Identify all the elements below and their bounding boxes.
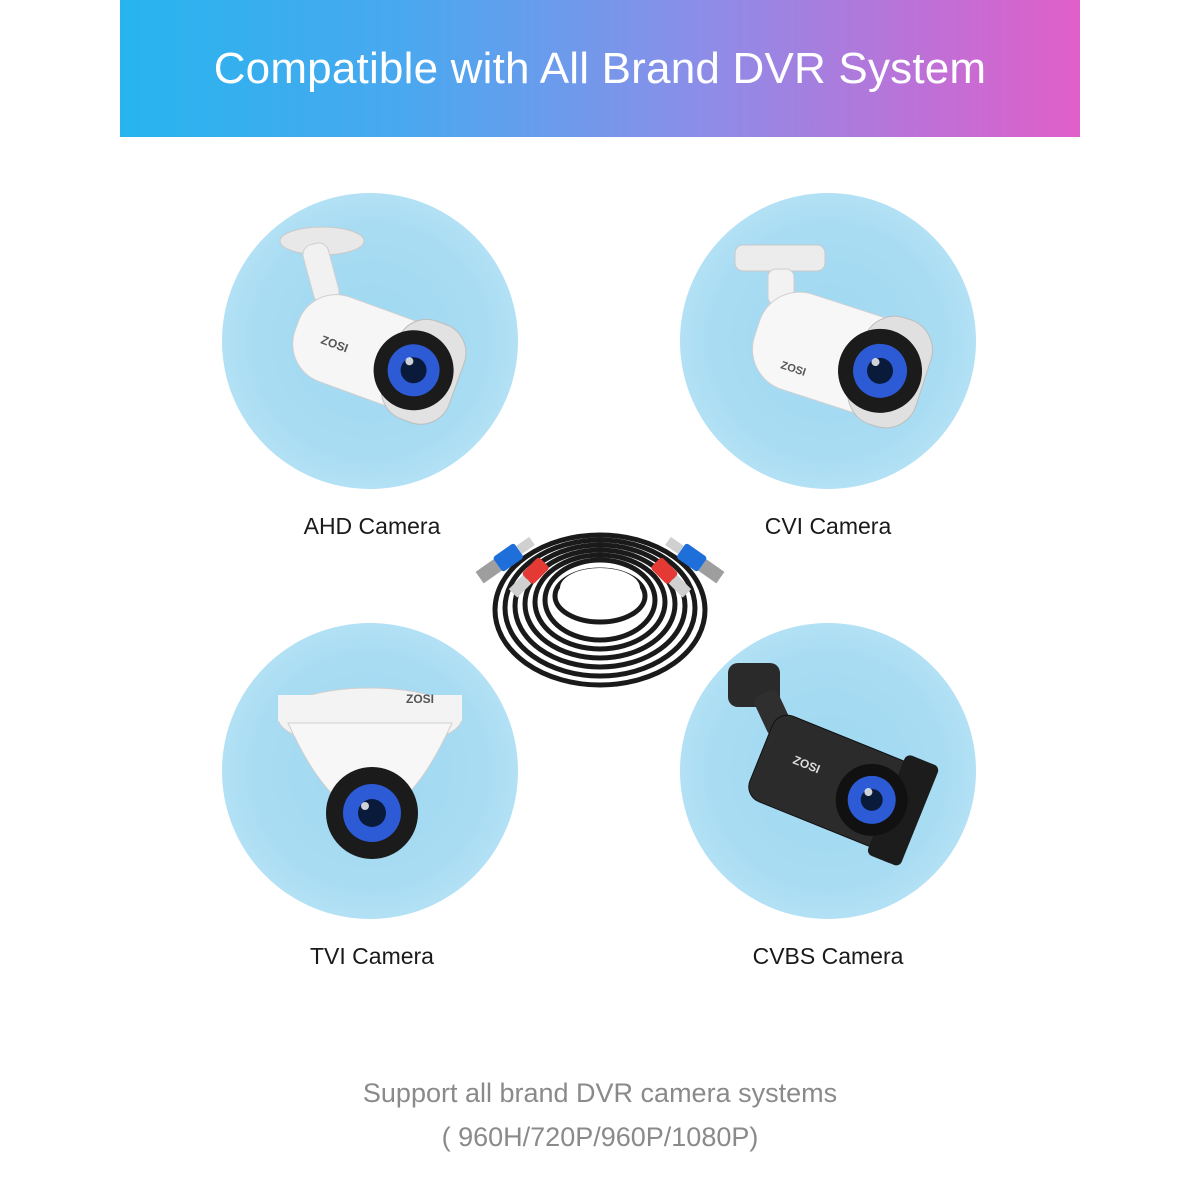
cvi-camera-image: ZOSI (680, 193, 976, 489)
bullet-camera-icon: ZOSI (734, 244, 933, 429)
cvi-camera-label: CVI Camera (764, 513, 892, 539)
title-banner: Compatible with All Brand DVR System (120, 0, 1080, 137)
ahd-camera-image: ZOSI (222, 193, 518, 489)
tvi-camera-image: ZOSI (222, 623, 518, 919)
cvbs-camera-label: CVBS Camera (752, 943, 904, 969)
cvbs-camera-image: ZOSI (680, 623, 976, 919)
bnc-coax-cable-icon (475, 532, 725, 688)
banner-title: Compatible with All Brand DVR System (213, 43, 987, 93)
bullet-camera-icon: ZOSI (728, 663, 939, 866)
footer-resolutions-text: ( 960H/720P/960P/1080P) (441, 1122, 759, 1152)
tvi-camera-label: TVI Camera (310, 943, 434, 969)
cable-image (460, 500, 740, 700)
svg-text:ZOSI: ZOSI (406, 692, 434, 706)
footer-support-text: Support all brand DVR camera systems (362, 1078, 838, 1108)
dome-camera-icon: ZOSI (277, 687, 463, 859)
ahd-camera-label: AHD Camera (303, 513, 441, 539)
bullet-camera-icon: ZOSI (279, 226, 467, 425)
